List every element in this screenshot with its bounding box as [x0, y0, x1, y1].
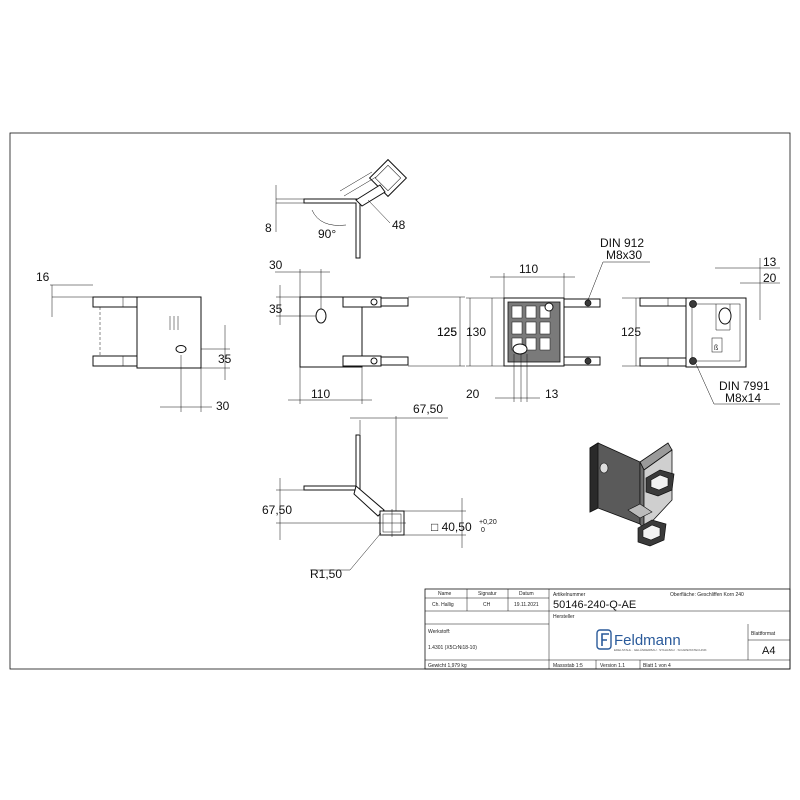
- tb-scale: Massstab 1:5: [553, 663, 583, 669]
- tb-article-label: Artikelnummer: [553, 592, 586, 598]
- dim-bottom-radius: R1,50: [310, 567, 342, 581]
- front-view: 30 35 125 110: [269, 258, 465, 404]
- dim-left-30: 30: [216, 399, 230, 413]
- dim-bottom-tol-lower: 0: [481, 527, 485, 534]
- tb-col-name: Name: [438, 591, 452, 597]
- tb-version: Version 1.1: [600, 663, 625, 669]
- tb-surface: Oberfläche: Geschliffen Korn 240: [670, 592, 744, 598]
- dim-bottom-tube: □ 40,50: [431, 520, 472, 534]
- dim-tube-size: 48: [392, 218, 406, 232]
- dim-thickness: 8: [265, 221, 272, 235]
- dim-angle: 90°: [318, 227, 336, 241]
- side-view: ß 125 13 20 DIN 7991 M8x14: [621, 255, 780, 405]
- dim-bottom-tol-upper: +0,20: [479, 519, 497, 526]
- svg-text:ß: ß: [714, 345, 718, 352]
- dim-rear-20: 20: [466, 387, 480, 401]
- top-view: 8 90° 48: [265, 158, 408, 259]
- dim-rear-13: 13: [545, 387, 559, 401]
- tb-date: 19.11.2021: [514, 602, 539, 608]
- title-block: Name Signatur Datum Ch. Hallig CH 19.11.…: [424, 588, 791, 670]
- tb-maker-label: Hersteller: [553, 614, 575, 620]
- tb-brand: Feldmann: [614, 632, 681, 649]
- tb-sheet-format-label: Blattformat: [751, 631, 776, 637]
- dim-side-125: 125: [621, 325, 641, 339]
- tb-name: Ch. Hallig: [432, 602, 454, 608]
- dim-side-20: 20: [763, 271, 777, 285]
- dim-rear-125: 125: [437, 325, 457, 339]
- isometric-view: [589, 442, 675, 547]
- dim-side-13: 13: [763, 255, 777, 269]
- tb-col-signature: Signatur: [478, 591, 497, 597]
- callout-din912-size: M8x30: [606, 248, 642, 262]
- tb-brand-tagline: EDELSTAHL · GELÄNDERBAU · STAHLBAU · SCH…: [614, 648, 707, 652]
- dim-rear-130: 130: [466, 325, 486, 339]
- tb-weight: Gewicht 1,979 kg: [428, 663, 467, 669]
- callout-din912: DIN 912: [600, 236, 644, 250]
- tb-material-label: Werkstoff:: [428, 629, 450, 635]
- dim-bottom-67-50-x: 67,50: [413, 402, 443, 416]
- dim-front-125: 125: [437, 325, 457, 339]
- dim-left-16: 16: [36, 270, 50, 284]
- bottom-view: 67,50 67,50 □ 40,50 +0,20 0 R1,50: [262, 402, 497, 581]
- tb-sheet: Blatt 1 von 4: [643, 663, 671, 669]
- dim-bottom-67-50-y: 67,50: [262, 503, 292, 517]
- tb-col-date: Datum: [519, 591, 534, 597]
- tb-signature: CH: [483, 602, 491, 608]
- callout-din7991-size: M8x14: [725, 391, 761, 405]
- dim-rear-110: 110: [519, 262, 538, 276]
- left-view: 16 35 30: [36, 270, 232, 413]
- callout-din7991: DIN 7991: [719, 379, 770, 393]
- sheet-border: [9, 132, 791, 670]
- dim-front-110: 110: [311, 387, 330, 401]
- tb-article-number: 50146-240-Q-AE: [553, 599, 636, 611]
- rear-view: 110 125 130 20 13 DIN 912 M8x30: [437, 236, 650, 402]
- dim-front-30: 30: [269, 258, 283, 272]
- tb-sheet-format: A4: [762, 645, 775, 657]
- feldmann-logo: [596, 629, 612, 650]
- dim-front-35: 35: [269, 302, 283, 316]
- tb-material: 1.4301 (X5CrNi18-10): [428, 645, 477, 651]
- dim-left-35: 35: [218, 352, 232, 366]
